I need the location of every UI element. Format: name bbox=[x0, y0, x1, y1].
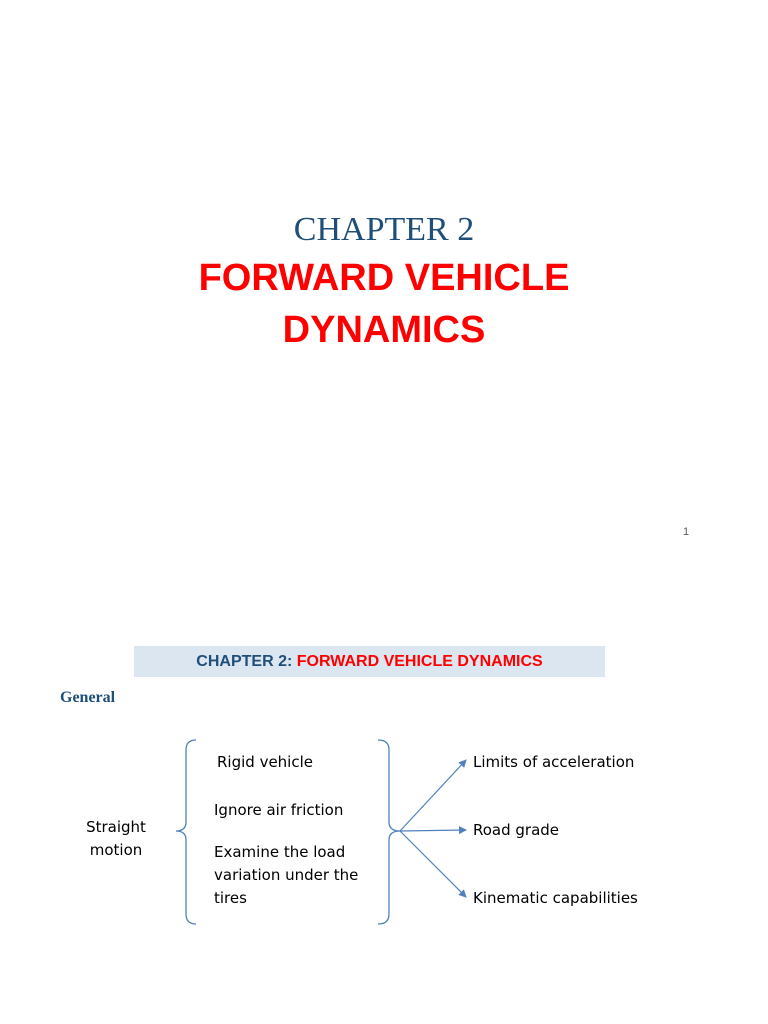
slide-1: CHAPTER 2 FORWARD VEHICLE DYNAMICS 1 bbox=[0, 211, 768, 538]
diagram-connectors bbox=[175, 739, 467, 925]
header-main: FORWARD VEHICLE DYNAMICS bbox=[296, 653, 543, 670]
slide-2: CHAPTER 2: FORWARD VEHICLE DYNAMICS Gene… bbox=[0, 590, 768, 1024]
arrow-to-kinematic-capabilities bbox=[399, 830, 467, 898]
condition-item: Rigid vehicle bbox=[217, 753, 313, 771]
arrow-to-road-grade bbox=[399, 826, 467, 835]
condition-item: Ignore air friction bbox=[214, 801, 344, 819]
condition-item: Examine the load variation under the tir… bbox=[214, 843, 359, 907]
section-label: General bbox=[60, 689, 116, 706]
slide-header-bar: CHAPTER 2: FORWARD VEHICLE DYNAMICS bbox=[134, 646, 605, 677]
arrow-to-limits-of-acceleration bbox=[399, 759, 467, 832]
root-label-line-1: Straight bbox=[86, 818, 146, 836]
chapter-title-line-1: FORWARD VEHICLE bbox=[198, 257, 570, 299]
chapter-title-line-2: DYNAMICS bbox=[282, 309, 486, 351]
outcome-item: Kinematic capabilities bbox=[473, 889, 638, 907]
header-prefix: CHAPTER 2: bbox=[196, 653, 297, 670]
chapter-label: CHAPTER 2 bbox=[293, 211, 475, 248]
outcome-item: Road grade bbox=[473, 821, 560, 839]
left-brace bbox=[175, 739, 197, 925]
chapter-title: FORWARD VEHICLE DYNAMICS bbox=[0, 252, 768, 356]
page-number: 1 bbox=[683, 526, 690, 538]
outcome-item: Limits of acceleration bbox=[473, 753, 635, 771]
root-label-line-2: motion bbox=[89, 841, 143, 859]
diagram-root-label: Straight motion bbox=[80, 816, 152, 862]
